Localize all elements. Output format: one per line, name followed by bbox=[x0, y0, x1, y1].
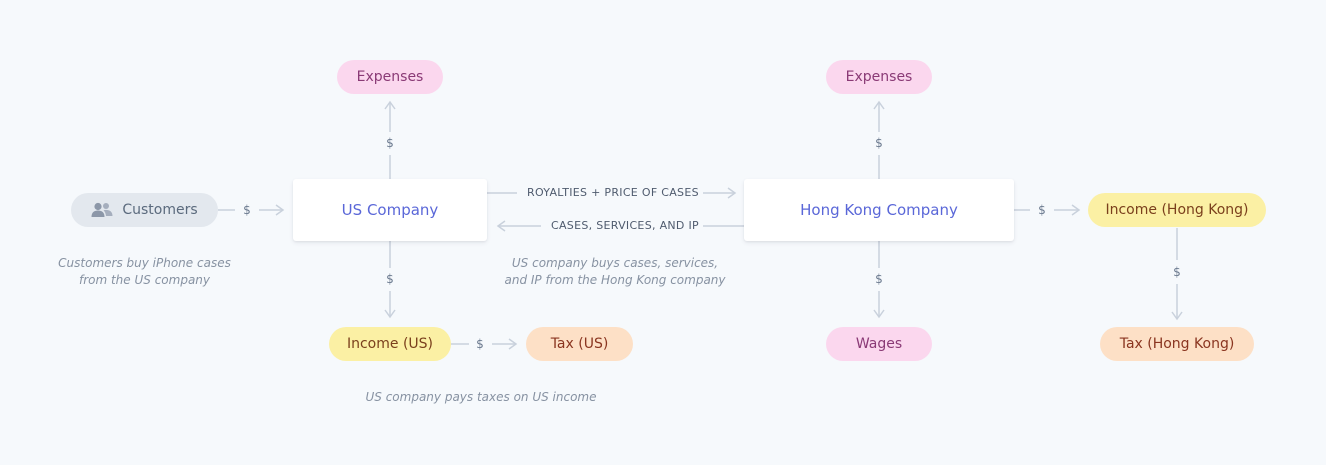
tax-us-node: Tax (US) bbox=[526, 327, 633, 361]
arrowhead-income-tax-us bbox=[508, 338, 518, 350]
customers-node: Customers bbox=[71, 193, 218, 227]
dollar-hk-income: $ bbox=[1034, 203, 1050, 217]
us-expenses-node: Expenses bbox=[337, 60, 443, 94]
note-customers-line1: Customers buy iPhone cases bbox=[58, 256, 231, 270]
note-us-buys: US company buys cases, services, and IP … bbox=[495, 255, 735, 289]
note-us-taxes: US company pays taxes on US income bbox=[365, 390, 597, 404]
note-customers: Customers buy iPhone cases from the US c… bbox=[44, 255, 245, 289]
dollar-us-income: $ bbox=[382, 272, 398, 286]
wages-node: Wages bbox=[826, 327, 932, 361]
tax-hk-label: Tax (Hong Kong) bbox=[1119, 336, 1235, 352]
arrowhead-us-income bbox=[384, 309, 396, 319]
note-customers-line2: from the US company bbox=[78, 273, 211, 287]
arrowhead-us-expenses bbox=[384, 100, 396, 110]
hk-expenses-label: Expenses bbox=[845, 69, 913, 85]
note-us-buys-line2: and IP from the Hong Kong company bbox=[504, 273, 726, 287]
us-company-label: US Company bbox=[341, 201, 439, 219]
flow-label-us-to-hk: ROYALTIES + PRICE OF CASES bbox=[523, 186, 703, 200]
dollar-hk-wages: $ bbox=[871, 272, 887, 286]
arrowhead-customers-us bbox=[275, 204, 285, 216]
arrowhead-income-tax-hk bbox=[1171, 311, 1183, 321]
tax-hk-node: Tax (Hong Kong) bbox=[1100, 327, 1254, 361]
income-hk-node: Income (Hong Kong) bbox=[1088, 193, 1266, 227]
us-company-box: US Company bbox=[293, 179, 487, 241]
hk-company-label: Hong Kong Company bbox=[800, 201, 958, 219]
arrowhead-hk-income bbox=[1071, 204, 1081, 216]
arrowhead-us-hk bbox=[727, 187, 737, 199]
income-hk-label: Income (Hong Kong) bbox=[1105, 202, 1249, 218]
arrowhead-hk-expenses bbox=[873, 100, 885, 110]
income-us-label: Income (US) bbox=[346, 336, 434, 352]
tax-us-label: Tax (US) bbox=[550, 336, 609, 352]
dollar-customers-us: $ bbox=[239, 203, 255, 217]
hk-company-box: Hong Kong Company bbox=[744, 179, 1014, 241]
users-icon bbox=[91, 202, 113, 217]
wages-label: Wages bbox=[855, 336, 903, 352]
dollar-income-tax-us: $ bbox=[472, 337, 488, 351]
dollar-us-expenses: $ bbox=[382, 136, 398, 150]
arrowhead-hk-us bbox=[496, 220, 506, 232]
dollar-income-tax-hk: $ bbox=[1169, 265, 1185, 279]
us-expenses-label: Expenses bbox=[356, 69, 424, 85]
hk-expenses-node: Expenses bbox=[826, 60, 932, 94]
flow-label-hk-to-us: CASES, SERVICES, AND IP bbox=[547, 219, 703, 233]
arrowhead-hk-wages bbox=[873, 309, 885, 319]
note-us-buys-line1: US company buys cases, services, bbox=[511, 256, 719, 270]
customers-label: Customers bbox=[122, 202, 198, 218]
income-us-node: Income (US) bbox=[329, 327, 451, 361]
dollar-hk-expenses: $ bbox=[871, 136, 887, 150]
